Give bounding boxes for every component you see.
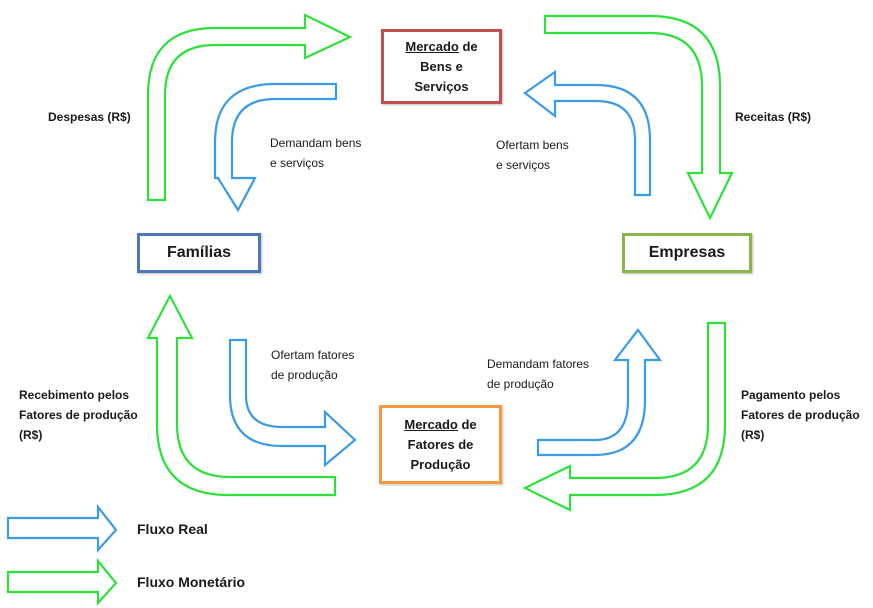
factor-income-label: Recebimento pelos Fatores de produção (R… [19, 388, 138, 442]
revenues-label: Receitas (R$) [735, 110, 812, 124]
goods-market-line2: Bens e [420, 58, 463, 74]
goods-market-line3: Serviços [414, 78, 469, 94]
legend-monetary-arrow-icon [6, 557, 118, 606]
legend-real-arrow-icon [6, 503, 118, 553]
real-arrow-demand-factors [536, 328, 663, 457]
real-arrow-offer-factors [228, 338, 357, 468]
firms-label: Empresas [648, 244, 726, 261]
factor-payment-label: Pagamento pelos Fatores de produção (R$) [741, 388, 860, 442]
demand-goods-label: Demandam bens e serviços [270, 136, 362, 170]
offer-factors-label: Ofertam fatores de produção [271, 348, 355, 382]
real-arrow-demand-goods [213, 82, 338, 213]
monetary-arrow-factor-income [146, 293, 337, 497]
demand-factors-label: Demandam fatores de produção [487, 357, 590, 391]
real-arrow-offer-goods [523, 69, 652, 197]
families-box: Famílias [137, 233, 261, 273]
legend-real-label: Fluxo Real [137, 521, 208, 537]
families-label: Famílias [166, 244, 232, 261]
monetary-arrow-expenses [146, 13, 353, 202]
factors-market-title: Mercado [404, 416, 458, 432]
goods-and-services-market-box: Mercado de Bens e Serviços [381, 29, 502, 104]
factors-market-line2: Fatores de [407, 436, 474, 452]
monetary-arrow-factor-payment [522, 321, 727, 512]
offer-goods-label: Ofertam bens e serviços [496, 138, 569, 172]
goods-market-title: Mercado [405, 38, 459, 54]
monetary-arrow-revenues [543, 14, 734, 221]
expenses-label: Despesas (R$) [48, 110, 131, 124]
factors-of-production-market-box: Mercado de Fatores de Produção [379, 405, 502, 484]
firms-box: Empresas [622, 233, 752, 273]
legend-monetary-label: Fluxo Monetário [137, 574, 246, 590]
factors-market-line3: Produção [410, 456, 471, 472]
